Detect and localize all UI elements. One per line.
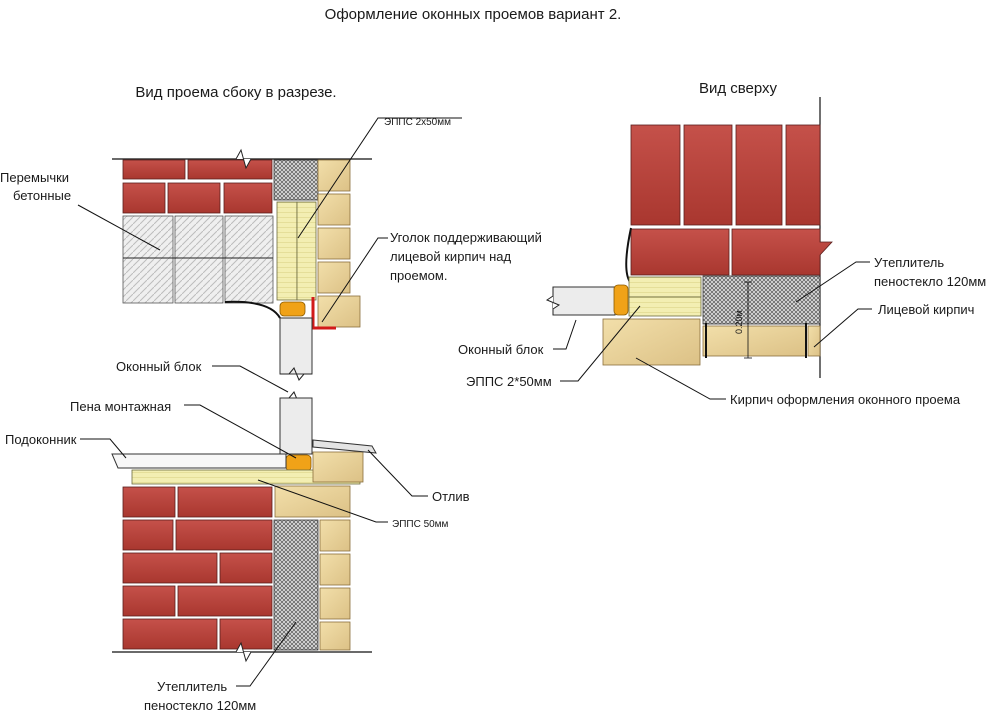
top-view-wall: 0.20м (545, 97, 833, 378)
label-reveal-brick: Кирпич оформления оконного проема (730, 392, 961, 407)
foamglass-insulation-upper (273, 159, 319, 201)
label-xps-2x50-top: ЭППС 2*50мм (466, 374, 552, 389)
label-insulation-top-2: пеностекло 120мм (874, 274, 986, 289)
window-frame-upper (279, 317, 313, 375)
clay-brick-lower (122, 486, 273, 650)
face-brick-upper (317, 159, 361, 328)
label-xps-2x50: ЭППС 2х50мм (384, 117, 451, 128)
windowsill (111, 453, 287, 469)
concrete-lintels (122, 215, 274, 304)
drip-flashing (312, 439, 377, 454)
face-brick-lower (274, 485, 351, 651)
xps-layer-upper-2 (296, 201, 317, 301)
label-insulation-bottom-1: Утеплитель (157, 679, 227, 694)
dimension-label: 0.20м (734, 310, 744, 334)
section-lower-wall (111, 391, 377, 663)
label-face-brick: Лицевой кирпич (878, 302, 974, 317)
section-view-title: Вид проема сбоку в разрезе. (135, 84, 336, 101)
mounting-foam-upper (279, 301, 306, 317)
label-xps-50: ЭППС 50мм (392, 519, 449, 530)
label-windowsill: Подоконник (5, 432, 77, 447)
label-window-block-side: Оконный блок (116, 359, 202, 374)
top-window-frame (552, 286, 616, 316)
top-foamglass-insulation (702, 275, 821, 325)
label-angle-3: проемом. (390, 268, 447, 283)
label-angle-2: лицевой кирпич над (390, 249, 512, 264)
label-window-block-top: Оконный блок (458, 342, 544, 357)
top-reveal-brick (602, 318, 701, 366)
top-view-title: Вид сверху (699, 80, 778, 97)
section-upper-wall (112, 148, 372, 381)
label-angle-1: Уголок поддерживающий (390, 230, 542, 245)
support-angle (311, 297, 336, 330)
window-frame-lower (279, 397, 313, 455)
top-face-brick-1 (702, 325, 807, 357)
top-xps-2 (628, 296, 702, 317)
label-insulation-top-1: Утеплитель (874, 255, 944, 270)
label-drip: Отлив (432, 489, 470, 504)
label-lintels-1: Перемычки (0, 170, 69, 185)
top-xps-1 (628, 276, 702, 298)
face-brick-sill (312, 451, 364, 483)
top-face-brick-2 (807, 325, 821, 357)
mounting-foam-lower (285, 454, 312, 472)
label-mounting-foam: Пена монтажная (70, 399, 171, 414)
diagram-title: Оформление оконных проемов вариант 2. (325, 6, 622, 23)
xps-layer-upper-1 (276, 201, 298, 301)
label-lintels-2: бетонные (13, 188, 71, 203)
foamglass-insulation-lower (273, 519, 319, 651)
top-mounting-foam (613, 284, 629, 316)
label-insulation-bottom-2: пеностекло 120мм (144, 698, 256, 713)
